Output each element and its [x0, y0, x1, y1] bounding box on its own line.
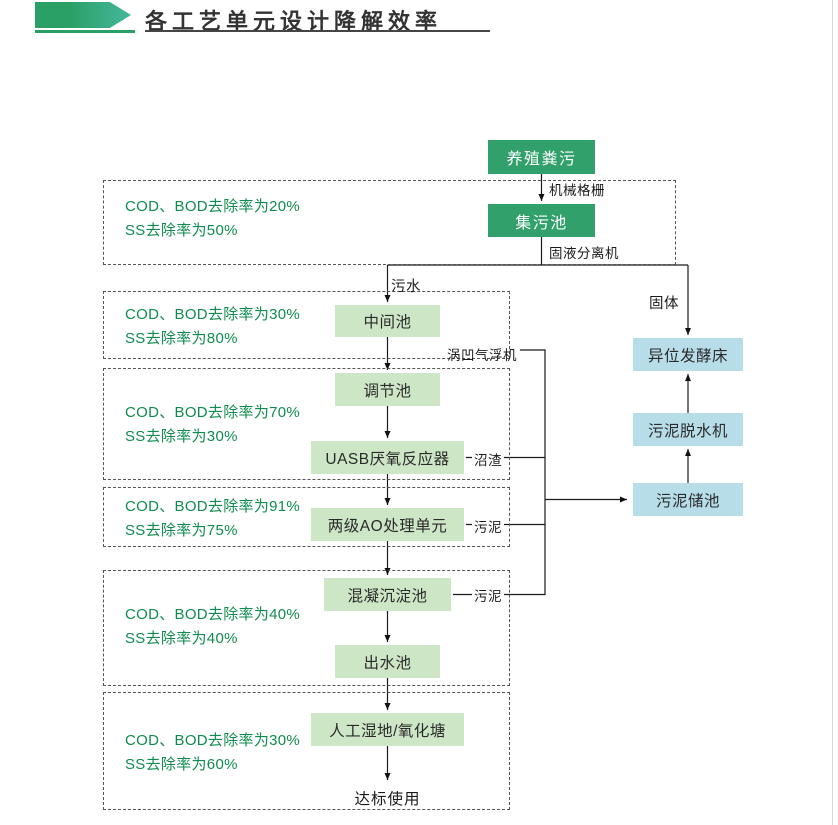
arrow-shape [35, 2, 131, 28]
note-line: SS去除率为80% [125, 329, 238, 347]
note-line: COD、BOD去除率为20% [125, 198, 301, 215]
edge-label-solid-liquid-separator: 固液分离机 [549, 246, 619, 261]
node-sludge-storage: 污泥储池 [633, 483, 743, 516]
node-ao-unit: 两级AO处理单元 [311, 508, 464, 541]
node-wetland-pond: 人工湿地/氧化塘 [311, 713, 464, 746]
node-manure: 养殖粪污 [488, 140, 595, 174]
node-intermediate-pool: 中间池 [335, 305, 440, 337]
edge-label-sludge-from-ao: 污泥 [472, 516, 504, 536]
node-sludge-dewaterer: 污泥脱水机 [633, 413, 743, 446]
edge-label-caf-machine: 涡凹气浮机 [447, 348, 517, 363]
note-line: SS去除率为30% [125, 427, 238, 445]
note-line: COD、BOD去除率为30% [125, 732, 301, 749]
note-line: SS去除率为60% [125, 755, 238, 773]
node-uasb-reactor: UASB厌氧反应器 [311, 441, 464, 474]
efficiency-note-box-1: COD、BOD去除率为20% SS去除率为50% [103, 180, 676, 265]
note-line: COD、BOD去除率为70% [125, 404, 301, 421]
note-line: COD、BOD去除率为30% [125, 306, 301, 323]
node-outlet-pool: 出水池 [335, 645, 440, 678]
page-title: 各工艺单元设计降解效率 [145, 9, 443, 34]
node-collection-pool: 集污池 [488, 204, 595, 237]
standard-use-label: 达标使用 [354, 791, 421, 808]
efficiency-note-box-6: COD、BOD去除率为30% SS去除率为60% [103, 692, 510, 810]
node-regulating-pool: 调节池 [335, 373, 440, 406]
efficiency-note-box-4: COD、BOD去除率为91% SS去除率为75% [103, 487, 510, 547]
efficiency-note-box-5: COD、BOD去除率为40% SS去除率为40% [103, 570, 510, 686]
note-line: SS去除率为40% [125, 629, 238, 647]
note-line: SS去除率为50% [125, 221, 238, 239]
node-coagulation-pool: 混凝沉淀池 [324, 578, 451, 611]
note-line: SS去除率为75% [125, 521, 238, 539]
edge-label-biogas-residue: 沼渣 [472, 449, 504, 469]
edge-label-mechanical-screen: 机械格栅 [549, 183, 605, 198]
efficiency-note-box-2: COD、BOD去除率为30% SS去除率为80% [103, 291, 510, 359]
node-fermentation-bed: 异位发酵床 [633, 338, 743, 371]
title-underline-dark [145, 30, 490, 32]
edge-label-sewage: 污水 [391, 279, 421, 295]
edge-label-solid: 固体 [649, 296, 679, 312]
header-arrow-logo-icon [35, 2, 131, 28]
page-right-border [832, 0, 833, 825]
title-underline-green [35, 30, 135, 33]
note-line: COD、BOD去除率为91% [125, 498, 301, 515]
efficiency-note-box-3: COD、BOD去除率为70% SS去除率为30% [103, 368, 510, 480]
edge-label-sludge-from-coagulation: 污泥 [472, 585, 504, 605]
note-line: COD、BOD去除率为40% [125, 606, 301, 623]
